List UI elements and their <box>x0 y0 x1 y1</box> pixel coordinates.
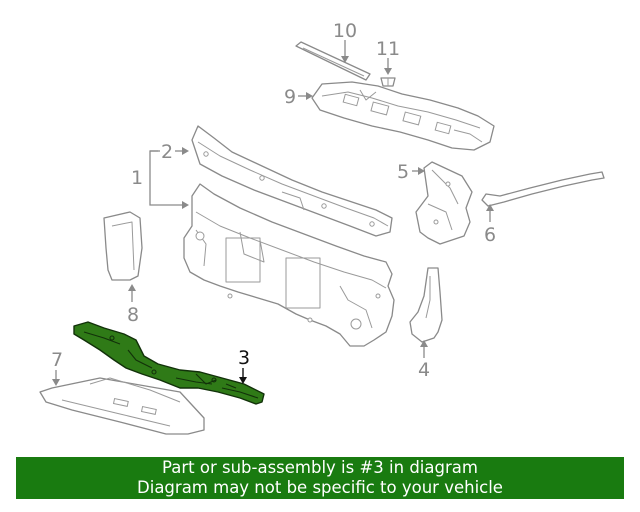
banner-line-part: Part or sub-assembly is #3 in diagram <box>162 458 478 477</box>
part-2-upper-tie-bar <box>191 125 393 237</box>
part-9-upper-cover <box>311 81 495 151</box>
part-info-banner: Part or sub-assembly is #3 in diagram Di… <box>16 457 624 499</box>
part-11-clip <box>380 77 396 87</box>
part-4-side-panel <box>409 267 443 343</box>
parts-diagram: 10 11 9 2 1 5 6 8 4 7 3 <box>39 20 605 435</box>
callout-4: 4 <box>418 359 430 381</box>
callout-1: 1 <box>131 167 143 189</box>
part-8-guide <box>103 211 143 281</box>
callout-3: 3 <box>238 347 250 369</box>
callout-6: 6 <box>484 224 496 246</box>
callout-10: 10 <box>333 20 357 42</box>
part-5-bracket <box>415 161 473 245</box>
callout-2: 2 <box>161 141 173 163</box>
callout-8: 8 <box>127 304 139 326</box>
part-6-rod <box>481 171 605 207</box>
callout-9: 9 <box>284 86 296 108</box>
callout-5: 5 <box>397 161 409 183</box>
part-3-highlighted <box>73 321 265 405</box>
callout-11: 11 <box>376 38 400 60</box>
part-1-radiator-support <box>183 183 395 347</box>
part-7-lower-deflector <box>39 377 205 435</box>
part-10-strip <box>295 41 371 81</box>
banner-line-disclaimer: Diagram may not be specific to your vehi… <box>137 478 503 497</box>
leader-lines <box>52 40 494 386</box>
callout-7: 7 <box>51 349 63 371</box>
